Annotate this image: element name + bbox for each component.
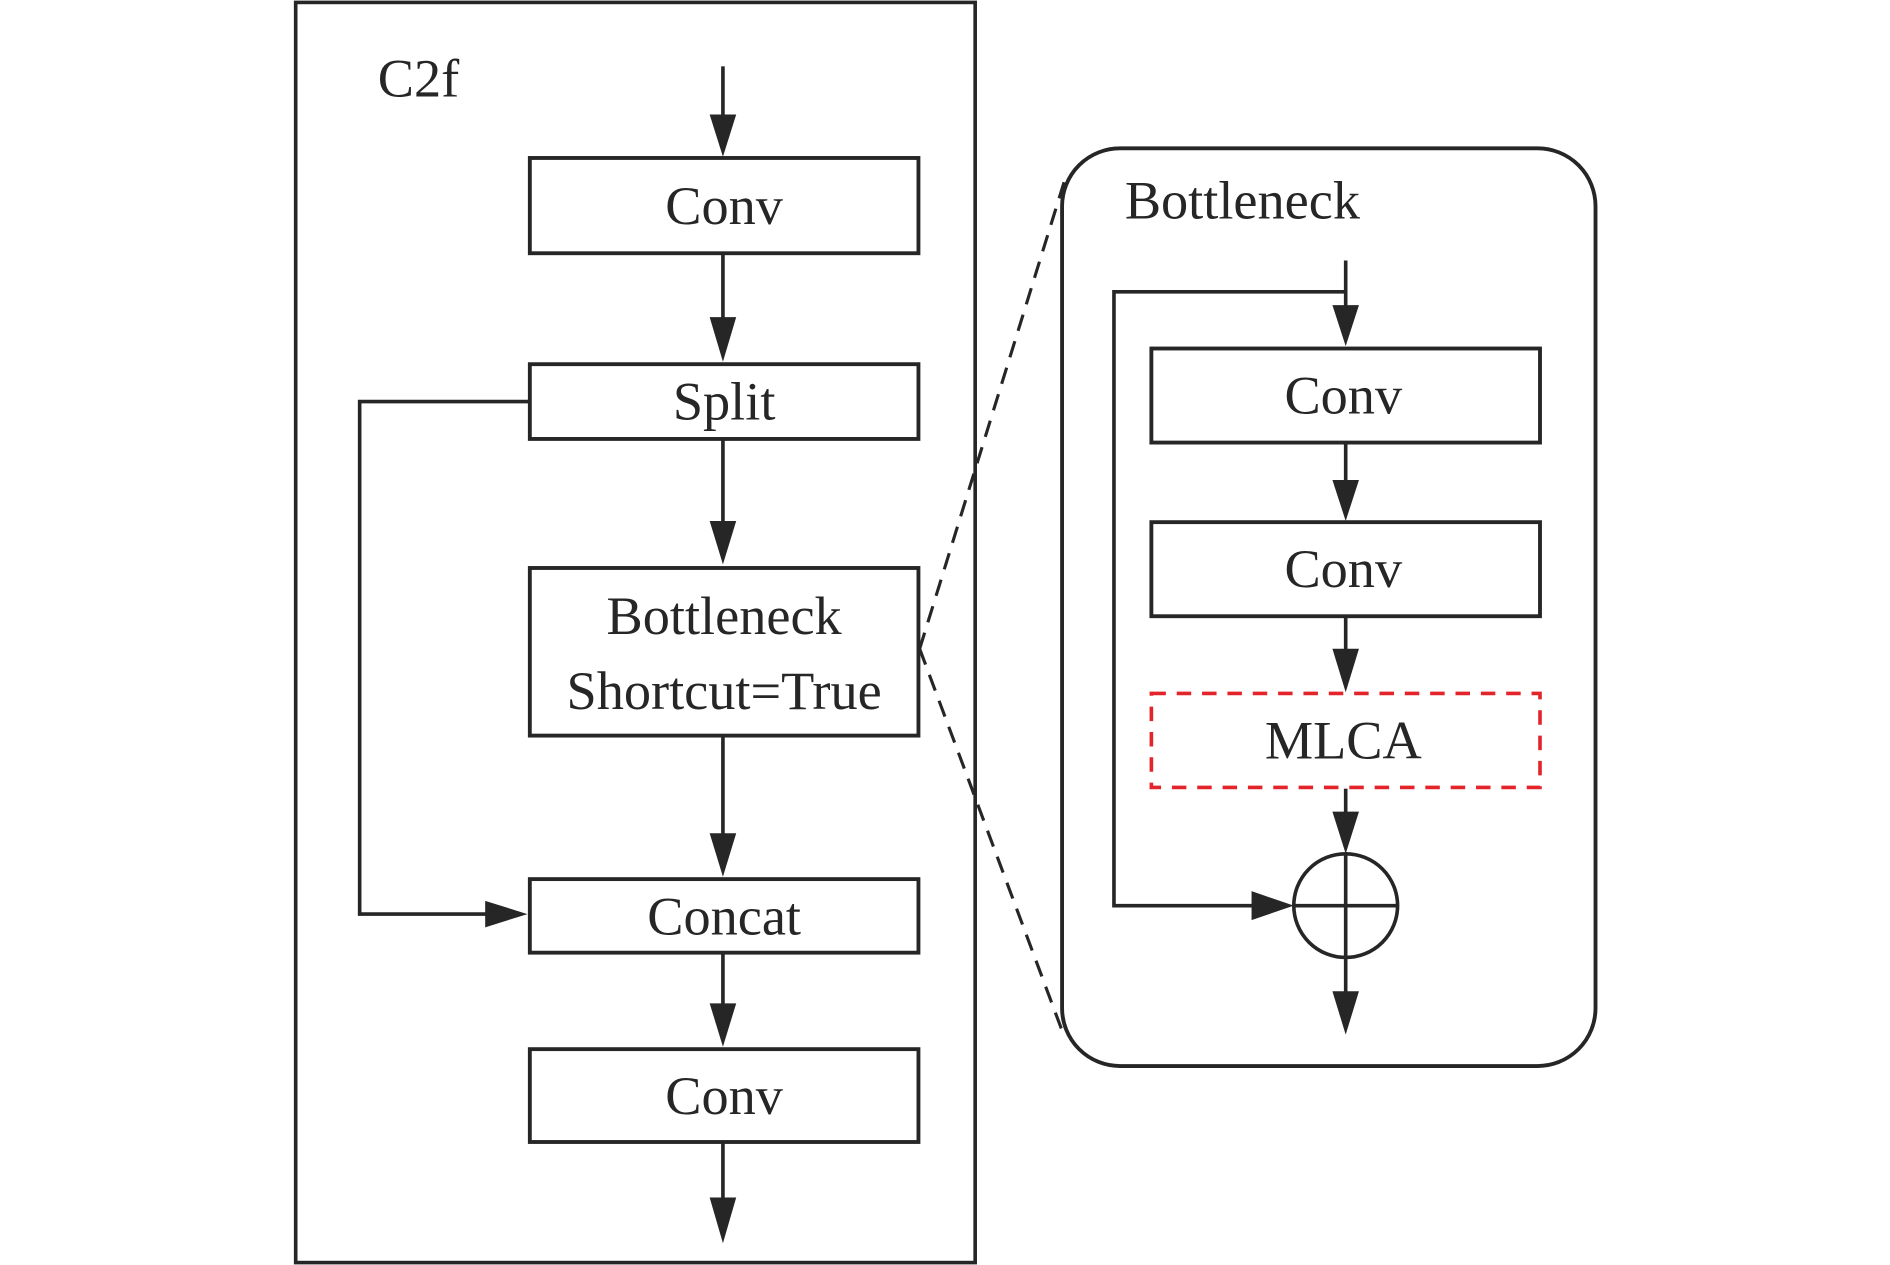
c2f-frame <box>293 0 977 1265</box>
c2f-conv-label-1: Conv <box>665 176 784 236</box>
c2f-concat-block: Concat <box>527 877 921 955</box>
c2f-conv-block-1: Conv <box>527 156 921 256</box>
bottleneck-conv-label-2: Conv <box>1284 539 1403 599</box>
c2f-concat-label: Concat <box>647 887 801 947</box>
c2f-bottleneck-block: Bottleneck Shortcut=True <box>527 566 921 738</box>
bottleneck-conv-block-1: Conv <box>1149 346 1542 445</box>
c2f-split-block: Split <box>527 362 921 441</box>
bottleneck-output-arrow <box>1332 957 1359 1035</box>
mlca-label: MLCA <box>1265 710 1422 770</box>
arrow-bottleneck-to-concat <box>709 735 737 877</box>
arrow-split-to-bottleneck <box>709 438 737 565</box>
bottleneck-conv-label-1: Conv <box>1284 366 1403 426</box>
c2f-bottleneck-label: Bottleneck <box>607 586 843 646</box>
zoom-connector-top <box>918 180 1066 650</box>
c2f-split-label: Split <box>673 372 776 432</box>
zoom-connector-lines <box>918 180 1066 1038</box>
bottleneck-detail-panel: Bottleneck Conv Conv <box>1060 146 1598 1068</box>
c2f-conv-label-2: Conv <box>665 1066 784 1126</box>
input-arrow <box>709 66 737 157</box>
add-operator-icon <box>1291 851 1400 960</box>
arrow-conv1-to-conv2 <box>1332 442 1359 521</box>
arrow-conv2-to-mlca <box>1332 616 1359 693</box>
c2f-panel: C2f Conv Split <box>293 0 977 1265</box>
c2f-title: C2f <box>378 48 460 108</box>
output-arrow <box>709 1141 737 1244</box>
bottleneck-input-arrow <box>1332 260 1359 347</box>
bottleneck-title: Bottleneck <box>1125 170 1361 230</box>
c2f-shortcut-label: Shortcut=True <box>567 661 882 721</box>
residual-shortcut-connector <box>1112 290 1346 921</box>
arrow-mlca-to-add <box>1332 788 1359 854</box>
mlca-block: MLCA <box>1149 691 1542 790</box>
arrow-concat-to-conv <box>709 952 737 1047</box>
split-bypass-connector <box>357 399 530 928</box>
arrow-conv-to-split <box>709 253 737 362</box>
c2f-conv-block-2: Conv <box>527 1047 921 1144</box>
bottleneck-conv-block-2: Conv <box>1149 520 1542 619</box>
zoom-connector-bottom <box>918 648 1066 1038</box>
